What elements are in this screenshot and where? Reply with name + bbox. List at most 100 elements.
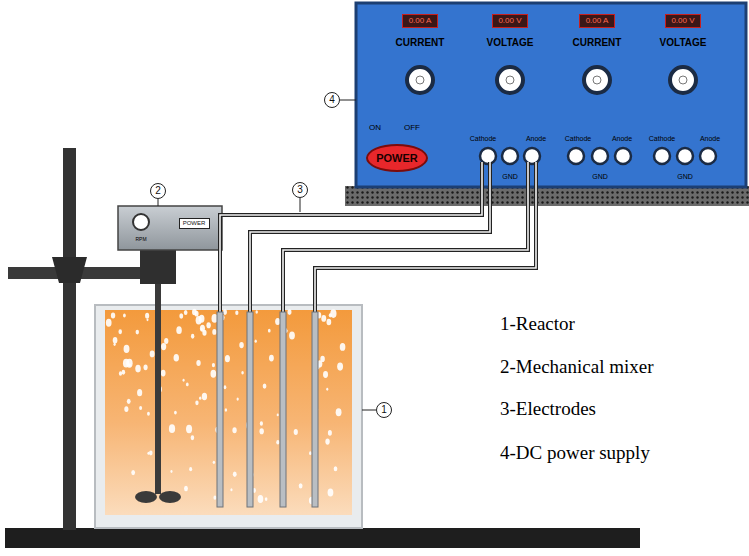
mixer-motor — [140, 248, 176, 284]
switch-label: OFF — [404, 124, 420, 132]
bubble — [145, 313, 149, 319]
terminal — [502, 148, 518, 164]
bubble — [146, 318, 148, 321]
electrode-plate — [247, 312, 253, 507]
bubble — [255, 340, 257, 343]
node-text: 1 — [381, 405, 387, 415]
stand-base — [5, 528, 640, 548]
callout-number: 3 — [292, 182, 308, 198]
terminals — [480, 148, 716, 164]
bubble — [164, 338, 168, 344]
terminal-label: Cathode — [565, 135, 591, 142]
bubble — [268, 329, 271, 333]
leader-line — [340, 100, 356, 101]
bubble — [183, 379, 185, 382]
bubble — [329, 313, 332, 317]
knob-center — [506, 76, 514, 84]
terminal-label: Cathode — [470, 135, 496, 142]
terminal-label: GND — [502, 173, 518, 180]
bubble — [210, 370, 216, 378]
bubble — [199, 397, 201, 400]
reactor-beaker — [95, 305, 362, 528]
knob-center — [679, 76, 687, 84]
leader-line — [300, 198, 301, 212]
wire — [283, 162, 528, 505]
bubble — [191, 435, 195, 440]
bubble — [263, 383, 267, 388]
terminal — [677, 148, 693, 164]
bubble — [328, 488, 334, 496]
terminal — [615, 148, 631, 164]
bubble — [258, 495, 264, 503]
knob — [670, 67, 696, 93]
legend-key: 3-Electrodes — [500, 399, 596, 418]
switch-label: ON — [369, 124, 381, 132]
bubble — [184, 486, 188, 491]
bubble — [323, 371, 328, 378]
electrode-plate — [280, 312, 286, 507]
bubble — [184, 310, 188, 315]
bubble — [212, 363, 215, 367]
node-text: 4 — [329, 95, 335, 105]
terminal — [592, 148, 608, 164]
bubble — [321, 315, 326, 322]
panel-label: CURRENT — [573, 38, 622, 48]
knob — [407, 67, 433, 93]
electrode-wires — [217, 162, 536, 507]
bubble — [122, 370, 126, 375]
bubble — [169, 424, 175, 433]
mixer-shaft — [155, 284, 161, 494]
bubble — [223, 309, 227, 315]
bubble — [212, 329, 216, 335]
terminal-label: GND — [592, 173, 608, 180]
power-supply-panel — [356, 3, 746, 187]
bubble — [191, 334, 194, 339]
knob-center — [593, 76, 601, 84]
bubble — [196, 360, 200, 366]
bubble — [195, 401, 198, 406]
terminal — [480, 148, 496, 164]
bubble — [327, 319, 332, 326]
knob-label: RPM — [135, 237, 146, 242]
bubble — [124, 345, 130, 353]
node-text: 0.00 V — [498, 17, 521, 25]
bubble — [118, 329, 122, 334]
leader-line — [158, 199, 159, 206]
bubble — [179, 313, 183, 318]
meter-display: 0.00 V — [665, 14, 701, 28]
mixer-head — [118, 206, 222, 250]
bubble — [265, 497, 268, 501]
bubble — [196, 316, 202, 324]
bubble — [149, 451, 153, 456]
impeller-blade — [135, 491, 157, 503]
bubble — [113, 337, 118, 343]
stand-pole — [63, 148, 76, 530]
panel-label: VOLTAGE — [660, 38, 707, 48]
knob-center — [416, 76, 424, 84]
bubble — [111, 312, 115, 318]
bubble — [288, 309, 292, 315]
bubble — [123, 314, 126, 318]
terminal — [568, 148, 584, 164]
bubble — [337, 362, 343, 370]
node-text: 2 — [155, 186, 161, 196]
bubble — [139, 406, 142, 410]
knobs — [407, 67, 696, 93]
bubble — [137, 389, 142, 396]
bubble — [309, 451, 312, 455]
terminal-label: Anode — [700, 135, 720, 142]
node-text: 0.00 A — [586, 17, 609, 25]
bubble — [150, 351, 155, 358]
bubble — [189, 467, 192, 471]
terminal — [654, 148, 670, 164]
knob — [497, 67, 523, 93]
bubble — [239, 342, 243, 348]
meter-display: 0.00 A — [579, 14, 615, 28]
bubble — [106, 319, 112, 327]
bubble — [131, 470, 135, 475]
legend-key: 4-DC power supply — [500, 443, 650, 462]
bubble — [275, 318, 280, 325]
bubble — [213, 461, 215, 464]
liquid — [105, 310, 352, 515]
